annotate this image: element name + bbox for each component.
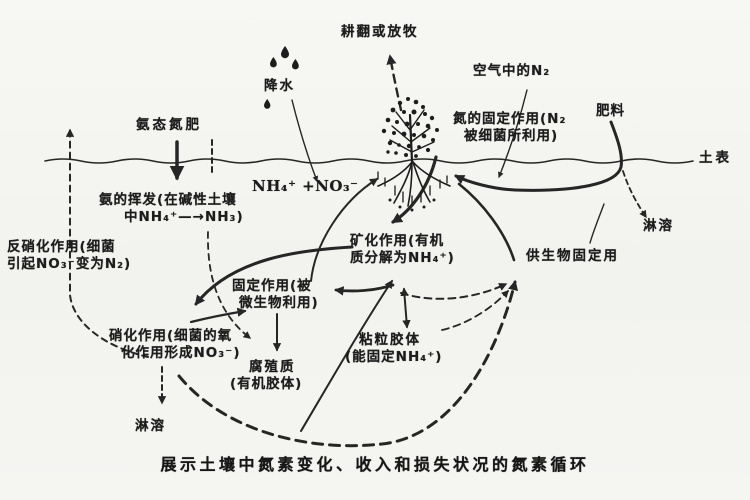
label-humus-line1: 腐殖质 bbox=[249, 359, 296, 375]
label-clay-colloid-line2: (能固定NH₄⁺) bbox=[345, 349, 443, 365]
label-denitrification-line1: 反硝化作用(细菌 bbox=[7, 239, 116, 255]
label-tillage-grazing: 耕翻或放牧 bbox=[341, 24, 419, 40]
label-air-n2: 空气中的N₂ bbox=[473, 63, 551, 79]
tillage-arrow bbox=[386, 54, 403, 112]
air-n2-fixation-line bbox=[498, 89, 528, 178]
label-fertilizer: 肥料 bbox=[596, 103, 625, 119]
label-n-fixation-line2: 被细菌所利用) bbox=[464, 128, 559, 144]
label-volatilization-line2: 中NH₄⁺—→NH₃) bbox=[124, 209, 244, 225]
plant-icon bbox=[377, 97, 451, 212]
bottom-leaching-arc bbox=[177, 280, 519, 448]
label-immobilization-line1: 固定作用(被 bbox=[232, 278, 312, 294]
label-mineralization-line2: 质分解为NH₄⁺) bbox=[350, 250, 455, 266]
denitrification-arrow bbox=[65, 128, 149, 358]
label-ammonium-fertilizer: 氨态氮肥 bbox=[136, 117, 202, 133]
label-precipitation: 降水 bbox=[264, 78, 295, 94]
diagram-caption: 展示土壤中氮素变化、收入和损失状况的氮素循环 bbox=[160, 455, 590, 474]
root-to-junction-line bbox=[457, 182, 516, 262]
label-n-fixation-line1: 氮的固定作用(N₂ bbox=[453, 111, 567, 127]
label-volatilization-line1: 氨的挥发(在碱性土壤 bbox=[99, 192, 237, 208]
uptake-curve bbox=[310, 178, 379, 282]
junction-from-clay-dashed bbox=[441, 290, 509, 331]
label-mineralization-line1: 矿化作用(有机 bbox=[350, 233, 445, 249]
fertilizer-leaching-arrow bbox=[622, 170, 647, 219]
raindrop-icon bbox=[264, 46, 299, 109]
clay-exchange-arrow bbox=[400, 287, 411, 329]
rain-to-soil-arrow bbox=[291, 99, 319, 182]
label-nh4-no3: NH₄⁺ +NO₃⁻ bbox=[252, 177, 359, 195]
junction-from-mineralization-dashed bbox=[400, 283, 508, 300]
label-nitrification-line1: 硝化作用(细菌的氧 bbox=[109, 328, 233, 344]
label-nitrification-line2: 化作用形成NO₃⁻) bbox=[121, 345, 241, 361]
label-humus-line2: (有机胶体) bbox=[230, 376, 303, 392]
bio-fixation-pointer-line bbox=[589, 203, 605, 244]
label-denitrification-line2: 引起NO₃⁻变为N₂) bbox=[7, 256, 132, 272]
label-immobilization-line2: 微生物利用) bbox=[239, 295, 319, 311]
label-clay-colloid-line1: 粘粒胶体 bbox=[359, 332, 421, 348]
mineralization-to-nitrification-arc bbox=[194, 245, 354, 306]
fertilizer-right-arrow bbox=[454, 120, 623, 192]
label-soil-surface: 土表 bbox=[699, 150, 732, 166]
mineralization-to-immobilization-arrow bbox=[334, 283, 395, 296]
humus-to-mineralization-arrow bbox=[300, 279, 393, 432]
label-bio-fixation: 供生物固定用 bbox=[526, 248, 619, 264]
infiltration-dashed-curve bbox=[207, 231, 252, 339]
nitrate-to-immobilization-arrow bbox=[189, 307, 247, 324]
label-leaching-right: 淋溶 bbox=[643, 218, 674, 234]
root-to-mineralization-arrow bbox=[391, 155, 438, 224]
label-leaching-bottom-left: 淋溶 bbox=[135, 418, 166, 434]
soil-surface-line bbox=[44, 158, 694, 164]
